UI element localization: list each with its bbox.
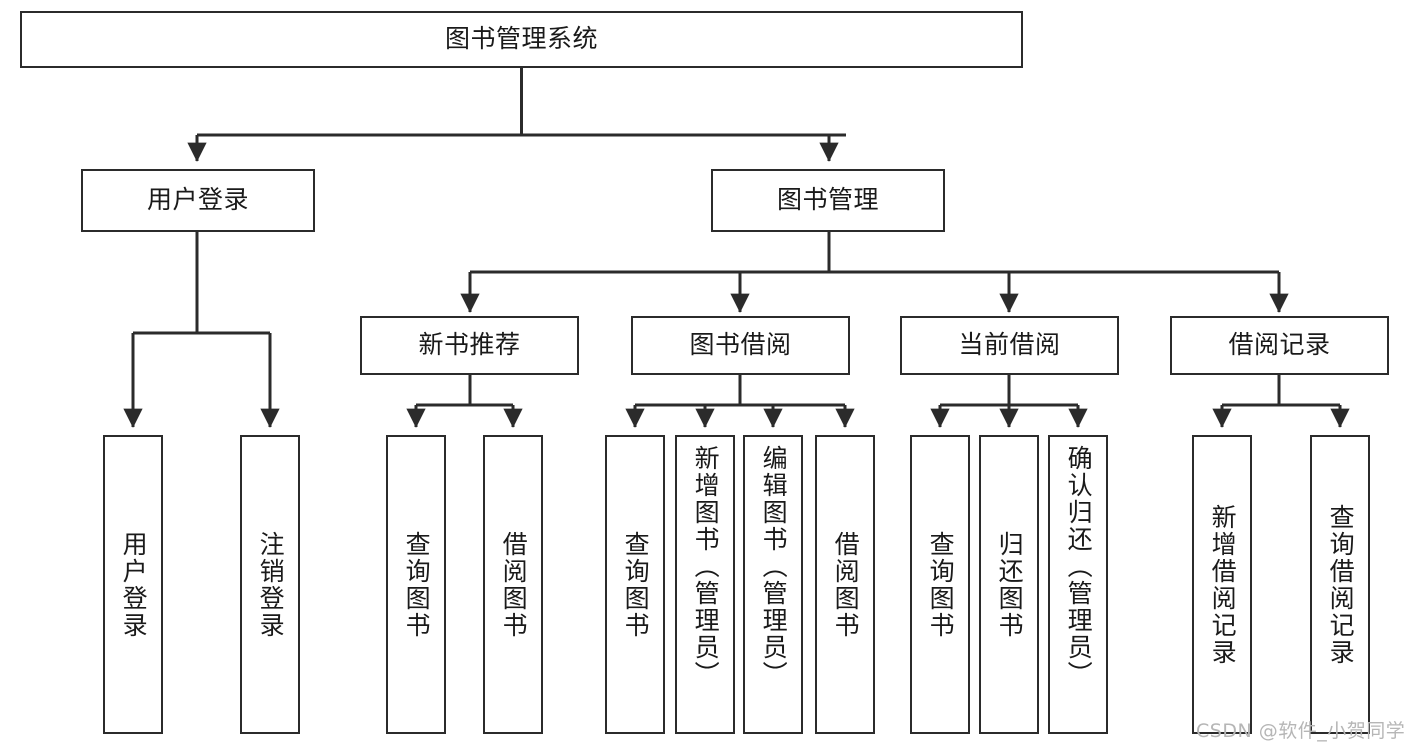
node-current-borrow[interactable]: 当前借阅 xyxy=(900,316,1119,375)
node-leaf-return-book[interactable]: 归还图书 xyxy=(979,435,1039,734)
node-user-login-label: 用户登录 xyxy=(146,185,249,215)
node-leaf-add-book-admin[interactable]: 新增图书（管理员） xyxy=(675,435,735,734)
node-leaf-edit-book-admin-label: 编辑图书（管理员） xyxy=(759,445,789,688)
node-leaf-borrow-book[interactable]: 借阅图书 xyxy=(815,435,875,734)
node-new-book-recommend[interactable]: 新书推荐 xyxy=(360,316,579,375)
node-leaf-query-book-recommend-label: 查询图书 xyxy=(402,530,432,639)
node-leaf-add-borrow-record[interactable]: 新增借阅记录 xyxy=(1192,435,1252,734)
node-leaf-borrow-book-recommend-label: 借阅图书 xyxy=(499,530,529,639)
csdn-watermark: CSDN @软件_小贺同学 xyxy=(1196,720,1405,742)
node-leaf-query-book-recommend[interactable]: 查询图书 xyxy=(386,435,446,734)
node-leaf-add-book-admin-label: 新增图书（管理员） xyxy=(691,445,721,688)
node-book-borrow[interactable]: 图书借阅 xyxy=(631,316,850,375)
node-leaf-confirm-return-admin-label: 确认归还（管理员） xyxy=(1064,445,1094,688)
node-book-borrow-label: 图书借阅 xyxy=(689,330,792,360)
node-new-book-recommend-label: 新书推荐 xyxy=(418,330,521,360)
node-book-management-label: 图书管理 xyxy=(776,185,879,215)
node-leaf-borrow-book-label: 借阅图书 xyxy=(831,530,861,639)
node-leaf-add-borrow-record-label: 新增借阅记录 xyxy=(1208,503,1238,666)
node-leaf-return-book-label: 归还图书 xyxy=(995,530,1025,639)
node-book-management[interactable]: 图书管理 xyxy=(711,169,945,232)
node-leaf-query-book-current-label: 查询图书 xyxy=(926,530,956,639)
node-leaf-confirm-return-admin[interactable]: 确认归还（管理员） xyxy=(1048,435,1108,734)
node-leaf-logout[interactable]: 注销登录 xyxy=(240,435,300,734)
node-leaf-query-borrow-record-label: 查询借阅记录 xyxy=(1326,503,1356,666)
node-leaf-edit-book-admin[interactable]: 编辑图书（管理员） xyxy=(743,435,803,734)
node-leaf-query-book-current[interactable]: 查询图书 xyxy=(910,435,970,734)
node-leaf-query-book-borrow-label: 查询图书 xyxy=(621,530,651,639)
node-leaf-query-book-borrow[interactable]: 查询图书 xyxy=(605,435,665,734)
node-leaf-user-login-label: 用户登录 xyxy=(119,530,149,639)
node-borrow-records[interactable]: 借阅记录 xyxy=(1170,316,1389,375)
node-leaf-logout-label: 注销登录 xyxy=(256,530,286,639)
node-borrow-records-label: 借阅记录 xyxy=(1228,330,1331,360)
node-current-borrow-label: 当前借阅 xyxy=(958,330,1061,360)
node-leaf-query-borrow-record[interactable]: 查询借阅记录 xyxy=(1310,435,1370,734)
node-leaf-user-login[interactable]: 用户登录 xyxy=(103,435,163,734)
node-root-book-management-system[interactable]: 图书管理系统 xyxy=(20,11,1023,68)
node-leaf-borrow-book-recommend[interactable]: 借阅图书 xyxy=(483,435,543,734)
node-user-login[interactable]: 用户登录 xyxy=(81,169,315,232)
node-root-label: 图书管理系统 xyxy=(444,24,598,54)
